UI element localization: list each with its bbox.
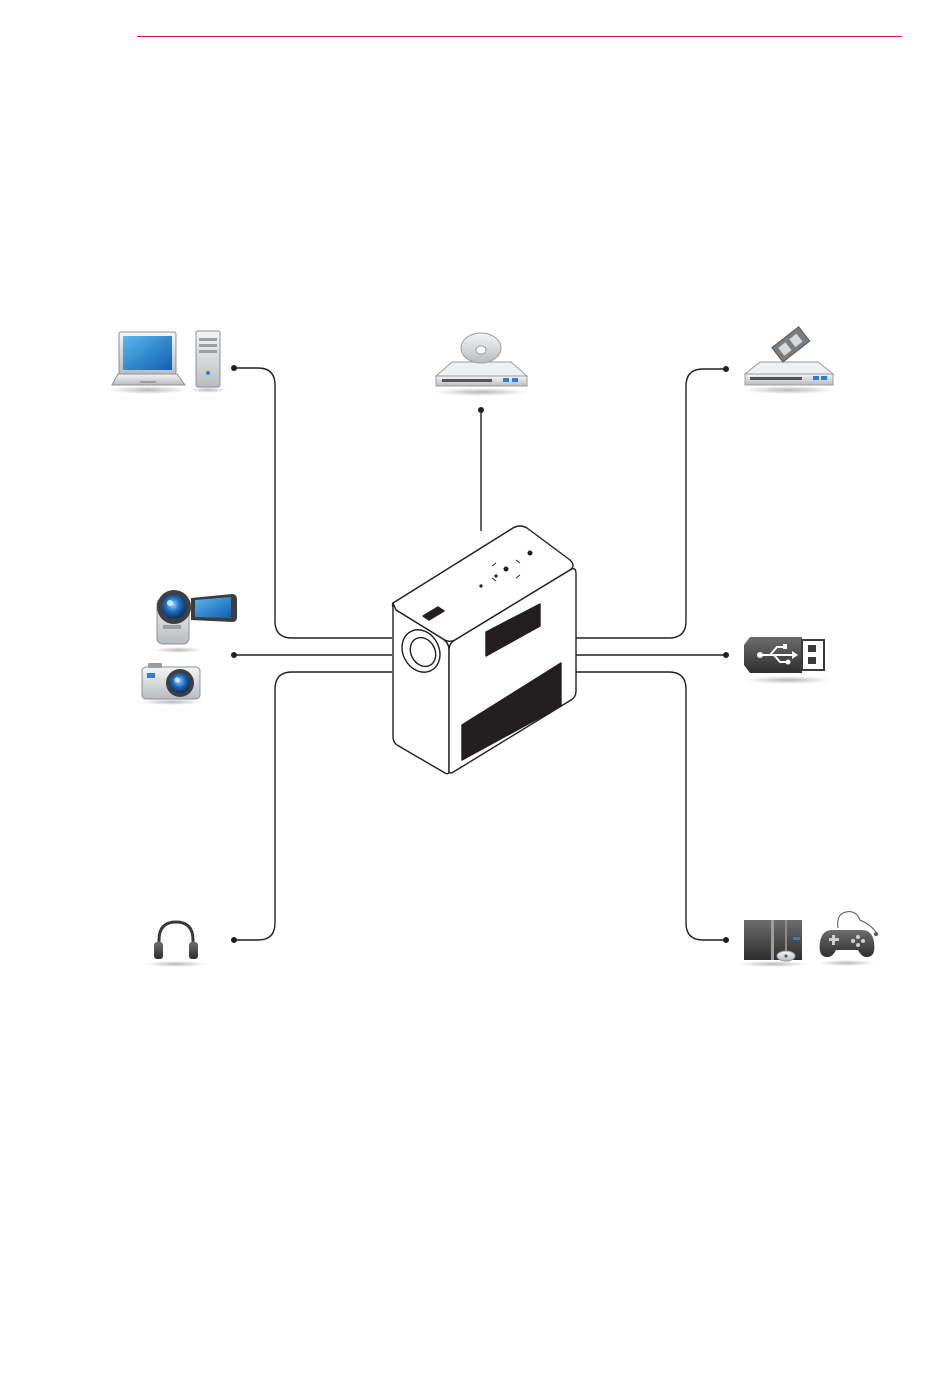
dot-usb (723, 652, 729, 658)
line-console (576, 672, 726, 940)
dot-recorder (723, 366, 729, 372)
dot-pc (231, 365, 237, 371)
headphones-icon (146, 922, 206, 967)
line-recorder (576, 369, 726, 638)
dot-camera (231, 652, 237, 658)
gamepad-icon (819, 912, 878, 966)
line-headphones (234, 672, 392, 940)
camcorder-icon (154, 590, 237, 653)
dot-console (723, 937, 729, 943)
desktop-tower-icon (190, 331, 226, 393)
game-console-icon (739, 920, 807, 967)
dvd-player-icon (435, 333, 527, 396)
line-pc (234, 368, 392, 638)
usb-drive-icon (744, 637, 830, 684)
digital-camera-icon (142, 663, 202, 705)
video-recorder-icon (743, 327, 835, 394)
projector-icon (392, 526, 576, 774)
laptop-icon (108, 332, 188, 394)
dot-dvd (478, 407, 484, 413)
dot-headphones (231, 937, 237, 943)
